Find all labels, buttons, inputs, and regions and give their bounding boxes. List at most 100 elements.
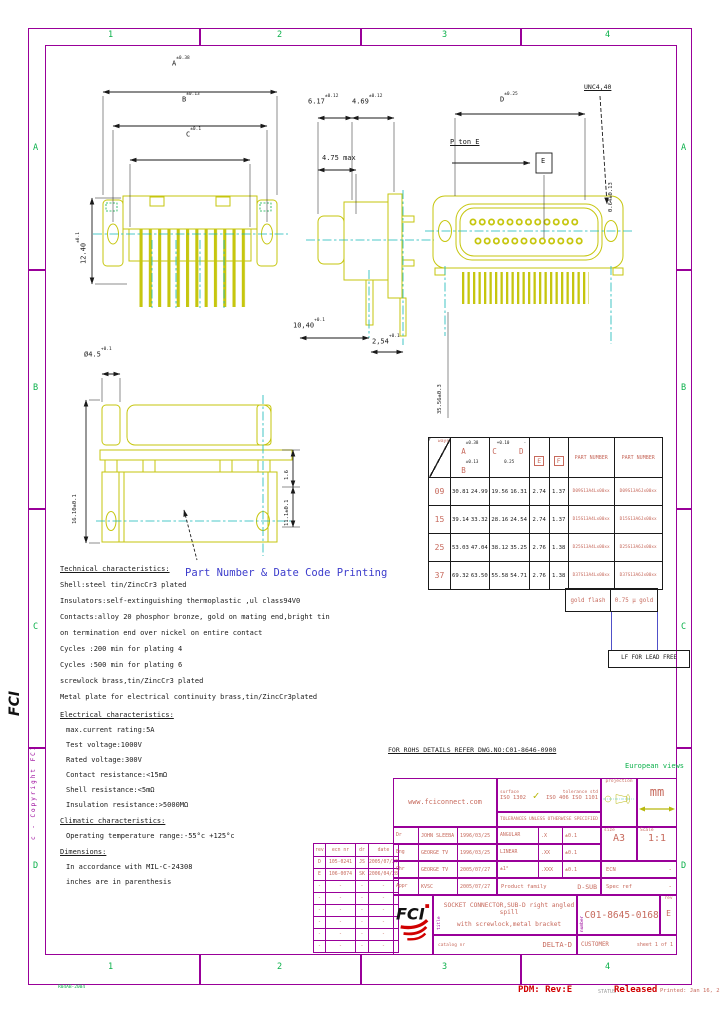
title-label: title xyxy=(437,916,442,930)
tech-line: Contacts:alloy 20 phosphor bronze, gold … xyxy=(60,613,330,621)
ecn-value: - xyxy=(668,866,672,873)
zone-tick xyxy=(360,955,362,985)
sign-row: Dr JOHN SLEEBA 1996/03/25 xyxy=(393,827,497,844)
tech-line: Metal plate for electrical continuity br… xyxy=(60,693,318,701)
sign-row: Eng GEORGE TV 1996/03/25 xyxy=(393,844,497,861)
tolerance-label: tolerance std xyxy=(562,789,598,795)
european-views-label: European views xyxy=(625,762,685,770)
cell: 1.38 xyxy=(548,561,569,590)
sign-role: Chr xyxy=(396,867,405,872)
rev-cell: rev E xyxy=(660,895,677,935)
cell: - xyxy=(355,892,369,905)
cell: - xyxy=(313,940,326,953)
sign-role: Dr xyxy=(396,833,402,838)
sign-date: 1996/03/25 xyxy=(457,845,496,860)
dims-line: In accordance with MIL-C-24308 xyxy=(66,863,193,871)
cell: - xyxy=(325,940,356,953)
corner-cell: ways xyxy=(428,437,451,478)
tol-value: ±0.1 xyxy=(562,845,600,860)
cell: SK xyxy=(355,868,369,881)
clim-line: Operating temperature range:-55°c +125°c xyxy=(66,832,235,840)
zone-tick xyxy=(520,28,522,45)
svg-text:FCI: FCI xyxy=(396,904,425,923)
zone-tick xyxy=(360,28,362,45)
cell: - xyxy=(355,880,369,893)
units-label: mm xyxy=(649,785,665,799)
status-label: STATUS xyxy=(598,989,617,995)
plating-cell: 0.75 μ gold xyxy=(610,588,658,612)
sign-role: Eng xyxy=(396,850,405,855)
cell: - xyxy=(313,904,326,917)
customer-label: CUSTOMER xyxy=(581,942,609,948)
zone-letter: B xyxy=(33,383,39,393)
zone-number: 1 xyxy=(108,30,114,40)
title-cell: title SOCKET CONNECTOR,SUB-D right angle… xyxy=(433,895,577,935)
dim-label-469: 4.69±0.12 xyxy=(352,94,383,106)
cell: rev xyxy=(313,843,326,857)
zone-tick xyxy=(28,747,45,749)
tech-line: Cycles :200 min for plating 4 xyxy=(60,645,183,653)
zone-number: 2 xyxy=(277,962,283,972)
sign-name: GEORGE TV xyxy=(418,845,457,860)
e-box-label: E xyxy=(541,157,546,165)
header-e: E xyxy=(528,437,550,478)
sign-date: 2005/07/27 xyxy=(457,862,496,877)
tech-line: Insulators:self-extinguishing thermoplas… xyxy=(60,597,301,605)
dims-title: Dimensions: xyxy=(60,848,107,856)
projection-symbol-icon xyxy=(603,794,634,804)
elec-line: Insulation resistance:>5000MΩ xyxy=(66,801,189,809)
cell: - xyxy=(325,916,356,929)
rev-row: ---- xyxy=(313,916,399,929)
ecn-row: ECN - xyxy=(601,861,677,878)
catalog-value: DELTA-D xyxy=(542,941,572,949)
scale-value: 1:1 xyxy=(647,833,667,844)
cell: 1.37 xyxy=(548,505,569,534)
tol-digits: .XXX xyxy=(538,862,562,877)
website-link[interactable]: www.fciconnect.com xyxy=(408,797,482,806)
clim-title: Climatic characteristics: xyxy=(60,817,166,825)
units-cell: mm xyxy=(637,778,677,827)
dim-label-1040: 10,40+0.1 xyxy=(293,318,325,330)
zone-letter: B xyxy=(681,383,687,393)
sign-role: Appr xyxy=(396,884,408,889)
size-table-header: ways A±0.38 B±0.13 C+0.10 D-0.25 E F PAR… xyxy=(428,437,663,478)
dim-label-254: 2,54+0.1 xyxy=(372,334,400,346)
zone-number: 4 xyxy=(605,30,611,40)
zone-letter: A xyxy=(33,143,39,153)
drawing-title-line2: with screwlock,metal bracket xyxy=(456,921,562,928)
elec-line: Test voltage:1000V xyxy=(66,741,142,749)
size-label: size xyxy=(604,828,615,833)
zone-number: 3 xyxy=(442,30,448,40)
unc-callout: UNC4,40 xyxy=(584,83,612,91)
cell: D09S13A6Jx00xx xyxy=(613,477,663,506)
zone-number: 3 xyxy=(442,962,448,972)
copyright-text: c - Copyright FCI xyxy=(30,744,37,840)
size-cell: size A3 xyxy=(601,827,637,861)
zone-letter: D xyxy=(33,861,39,871)
zone-letter: C xyxy=(681,622,687,632)
cell: - xyxy=(313,880,326,893)
sign-name: KVSC xyxy=(418,879,457,894)
cell: - xyxy=(313,892,326,905)
cell: 105-0241 xyxy=(325,856,356,869)
cell: D25S13A4Lx00xx xyxy=(567,533,615,562)
cell: E xyxy=(313,868,326,881)
fci-logo-icon: FCI xyxy=(396,904,430,941)
connector-line xyxy=(611,612,612,650)
catalog-label: catalog nr xyxy=(438,942,466,948)
zone-number: 2 xyxy=(277,30,283,40)
tol-row: ±1° .XXX ±0.1 xyxy=(497,861,601,878)
tol-digits: .XX xyxy=(538,845,562,860)
zone-letter: D xyxy=(681,861,687,871)
tol-row: LINEAR .XX ±0.1 xyxy=(497,844,601,861)
zone-tick xyxy=(199,28,201,45)
dim-label-rear-right: 0.64±0.13 xyxy=(608,182,614,212)
corner-code: R04AB-2004 xyxy=(58,985,86,990)
